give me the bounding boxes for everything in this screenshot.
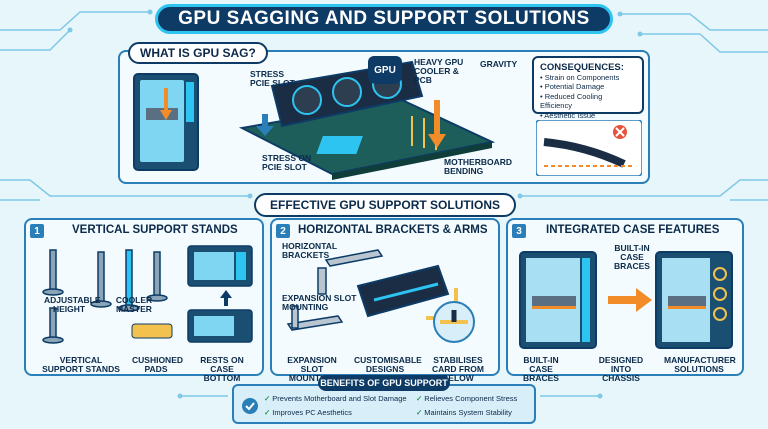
benefit-item: ✓Maintains System Stability bbox=[416, 408, 512, 417]
label-manufacturer-solutions: MANUFACTURER SOLUTIONS bbox=[664, 355, 736, 374]
label-rests-on-case-bottom: RESTS ON CASE BOTTOM bbox=[200, 355, 244, 383]
gpu-weight-label: GPU bbox=[374, 64, 396, 76]
consequences-heading: CONSEQUENCES: bbox=[540, 62, 624, 73]
consequences-box: CONSEQUENCES: • Strain on Components • P… bbox=[532, 56, 644, 120]
label-expansion-slot-mounting: EXPANSION SLOT MOUNTING bbox=[282, 293, 357, 312]
section-number: 1 bbox=[30, 224, 44, 238]
label-vertical-support-stands: VERTICAL SUPPORT STANDS bbox=[42, 355, 120, 374]
label-stress-pcie-slot-top: STRESS PCIe SLOT bbox=[250, 69, 295, 88]
section-title: VERTICAL SUPPORT STANDS bbox=[72, 224, 238, 236]
check-icon: ✓ bbox=[264, 394, 271, 403]
label-builtin-case-braces-bottom: BUILT-IN CASE BRACES bbox=[523, 355, 559, 383]
solutions-heading: EFFECTIVE GPU SUPPORT SOLUTIONS bbox=[254, 193, 517, 217]
benefit-item: ✓Prevents Motherboard and Slot Damage bbox=[264, 394, 407, 403]
section-title: HORIZONTAL BRACKETS & ARMS bbox=[298, 224, 488, 236]
check-icon: ✓ bbox=[416, 394, 423, 403]
label-stress-pcie-slot-bottom: STRESS ON PCIe SLOT bbox=[262, 153, 312, 172]
benefits-heading: BENEFITS OF GPU SUPPORT bbox=[318, 375, 450, 391]
label-gravity: GRAVITY bbox=[480, 59, 518, 69]
consequence-item: • Reduced Cooling Efficiency bbox=[540, 91, 603, 111]
section-number: 2 bbox=[276, 224, 290, 238]
what-is-sag-heading: WHAT IS GPU SAG? bbox=[128, 42, 268, 64]
consequence-item: • Aesthetic Issue bbox=[540, 110, 596, 120]
stand-case-photos bbox=[187, 245, 253, 343]
label-cushioned-pads: CUSHIONED PADS bbox=[132, 355, 184, 374]
label-expansion-slot-mounting-2: EXPANSION SLOT MOUNTING bbox=[287, 355, 337, 383]
label-motherboard-bending: MOTHERBOARD BENDING bbox=[444, 157, 512, 176]
label-horizontal-brackets: HORIZONTAL BRACKETS bbox=[282, 241, 337, 260]
benefit-item: ✓Improves PC Aesthetics bbox=[264, 408, 352, 417]
integrated-case-illustration bbox=[519, 251, 733, 349]
label-heavy-gpu: HEAVY GPU COOLER & PCB bbox=[414, 57, 464, 85]
consequence-item: • Potential Damage bbox=[540, 82, 605, 92]
label-cooler-master: COOLER MASTER bbox=[115, 295, 153, 314]
label-customisable-designs: CUSTOMISABLE DESIGNS bbox=[354, 355, 422, 374]
page-title: GPU SAGGING AND SUPPORT SOLUTIONS bbox=[155, 4, 613, 34]
label-builtin-case-braces-top: BUILT-IN CASE BRACES bbox=[614, 243, 650, 271]
benefit-item: ✓Relieves Component Stress bbox=[416, 394, 518, 403]
label-adjustable-height: ADJUSTABLE HEIGHT bbox=[44, 295, 101, 314]
check-icon: ✓ bbox=[416, 408, 423, 417]
section-title: INTEGRATED CASE FEATURES bbox=[546, 224, 720, 236]
vertical-stands-illustration bbox=[42, 249, 173, 344]
check-badge-icon bbox=[242, 398, 258, 414]
check-icon: ✓ bbox=[264, 408, 271, 417]
label-stabilises-card: STABILISES CARD FROM BELOW bbox=[432, 355, 484, 383]
pc-case-illustration bbox=[133, 73, 199, 171]
bent-gpu-illustration bbox=[536, 120, 642, 176]
gpu-weight-icon: GPU bbox=[368, 56, 402, 84]
consequence-item: • Strain on Components bbox=[540, 73, 620, 82]
label-designed-into-chassis: DESIGNED INTO CHASSIS bbox=[598, 355, 644, 383]
horizontal-brackets-illustration bbox=[286, 249, 475, 343]
section-number: 3 bbox=[512, 224, 526, 238]
